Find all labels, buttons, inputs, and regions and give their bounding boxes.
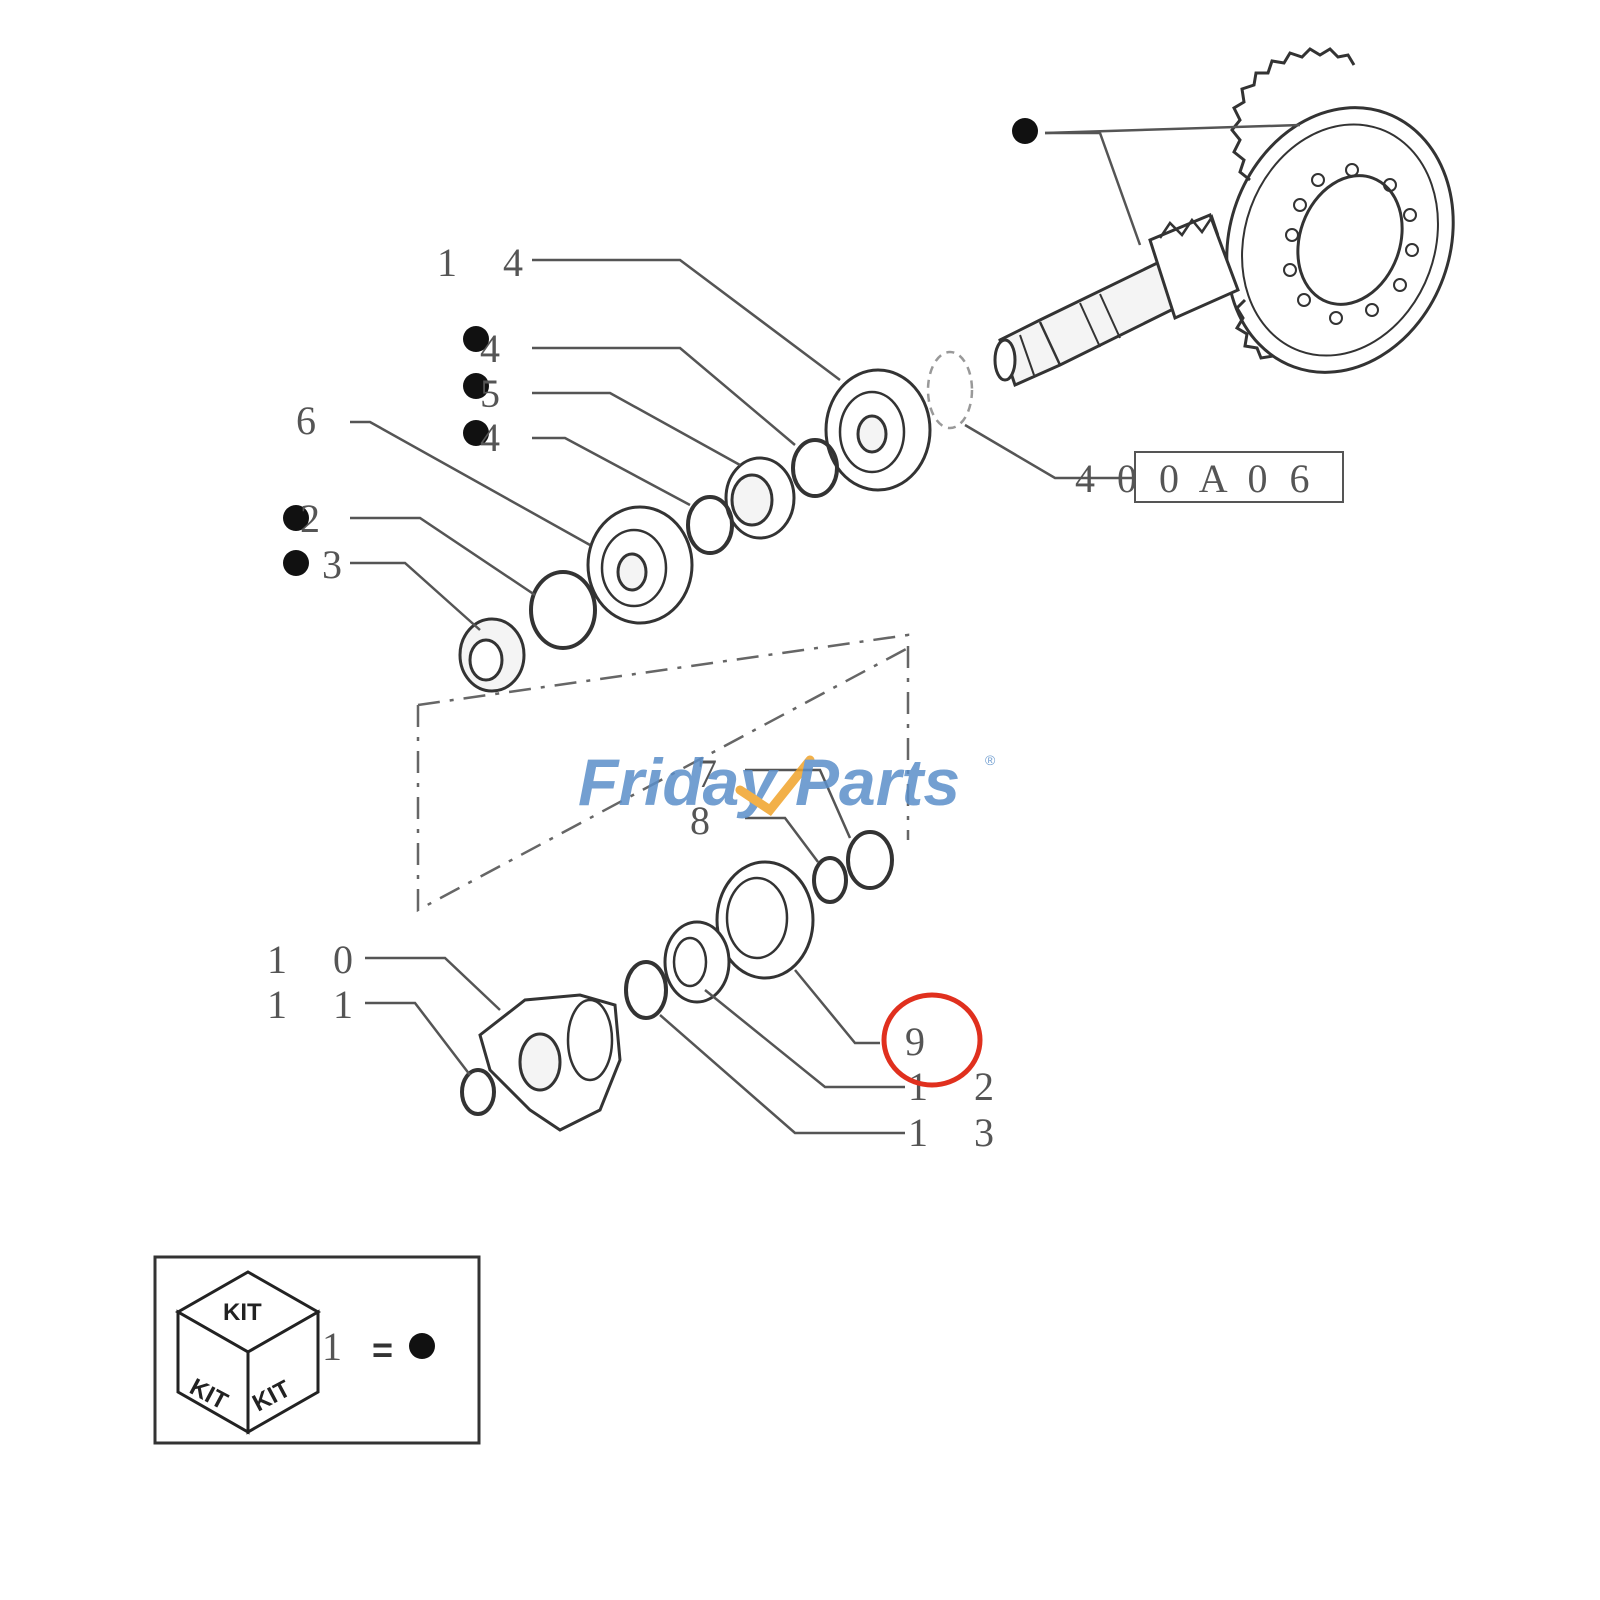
- kit-dots: [283, 118, 1038, 576]
- shim-ring-4b: [686, 495, 734, 555]
- bearing-14: [824, 368, 932, 492]
- label-14: 1 4: [437, 240, 541, 285]
- label-13: 1 3: [908, 1110, 1012, 1155]
- snap-ring-11: [460, 1068, 496, 1116]
- reference-box: [1134, 451, 1344, 503]
- watermark-registered: ®: [985, 752, 996, 768]
- highlight-circle-part-9: [881, 992, 983, 1088]
- reference-code: 4 0 0 A 0 6: [1075, 456, 1315, 501]
- pinion-shaft: [993, 213, 1240, 388]
- leader-lines: [350, 123, 1301, 1135]
- watermark-parts: Parts: [795, 745, 960, 819]
- label-4b: 4: [480, 415, 518, 460]
- o-ring-13: [624, 960, 668, 1020]
- label-11: 1 1: [267, 982, 371, 1027]
- label-4a: 4: [480, 326, 518, 371]
- kit-cube-icon: KIT KIT KIT: [174, 1270, 322, 1435]
- reference-bearing-outline: [926, 350, 974, 430]
- kit-number: 1: [322, 1324, 360, 1369]
- housing-outline-dashed: [416, 633, 910, 913]
- washer-2: [529, 570, 597, 650]
- label-10: 1 0: [267, 937, 371, 982]
- race-5: [724, 456, 796, 540]
- ring-7: [846, 830, 894, 890]
- label-8: 8: [690, 798, 728, 843]
- label-9: 9: [905, 1019, 943, 1064]
- label-5: 5: [480, 371, 518, 416]
- nut-3: [458, 617, 526, 693]
- watermark-check-icon: [735, 755, 815, 817]
- kit-legend: KIT KIT KIT 1 =: [153, 1255, 481, 1445]
- label-2: 2: [300, 496, 338, 541]
- watermark-logo: Friday Parts ®: [578, 745, 996, 819]
- kit-face-top: KIT: [223, 1299, 262, 1326]
- ring-8: [812, 856, 848, 904]
- label-3: 3: [322, 542, 360, 587]
- seal-9: [715, 860, 815, 980]
- shim-ring-4a: [791, 438, 839, 498]
- label-7: 7: [697, 751, 735, 796]
- kit-dot-icon: [409, 1333, 435, 1359]
- bearing-6: [586, 505, 694, 625]
- crown-wheel-gear: [1225, 47, 1455, 374]
- label-6: 6: [296, 398, 334, 443]
- kit-equals: =: [372, 1329, 393, 1370]
- washer-12: [663, 920, 731, 1004]
- watermark-friday: Friday: [578, 745, 779, 819]
- flange-10: [478, 993, 622, 1132]
